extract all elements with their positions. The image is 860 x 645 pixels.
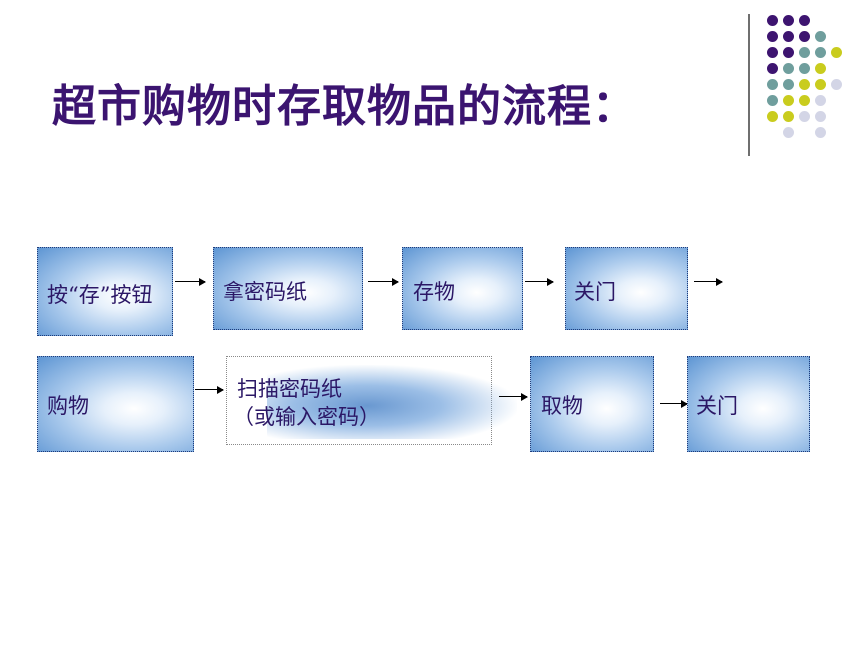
flow-arrow bbox=[660, 399, 688, 408]
flow-arrow bbox=[368, 277, 399, 286]
decorative-dot bbox=[799, 79, 810, 90]
decorative-dot bbox=[799, 111, 810, 122]
flow-step-label: 取物 bbox=[541, 394, 583, 418]
flow-step-label: 关门 bbox=[696, 394, 738, 418]
decorative-dot bbox=[767, 15, 778, 26]
gradient-streak bbox=[267, 365, 517, 439]
decorative-dot bbox=[799, 15, 810, 26]
decorative-dot bbox=[799, 63, 810, 74]
flow-step-close-door-1: 关门 bbox=[565, 247, 688, 330]
flow-step-scan-code: 扫描密码纸 （或输入密码） bbox=[226, 356, 517, 445]
flow-arrow bbox=[195, 385, 224, 394]
decorative-dot bbox=[783, 79, 794, 90]
decorative-dot bbox=[815, 95, 826, 106]
decorative-dot bbox=[767, 47, 778, 58]
decorative-dot bbox=[799, 31, 810, 42]
decorative-dot bbox=[767, 111, 778, 122]
decorative-dot bbox=[783, 47, 794, 58]
decorative-dot bbox=[815, 63, 826, 74]
flow-arrow bbox=[175, 277, 206, 286]
flow-step-label: 拿密码纸 bbox=[223, 280, 307, 304]
flow-arrow bbox=[525, 277, 554, 286]
decorative-dot bbox=[815, 31, 826, 42]
flow-arrow bbox=[694, 277, 723, 286]
decorative-dot bbox=[767, 31, 778, 42]
decorative-dot bbox=[799, 47, 810, 58]
flow-step-store-item: 存物 bbox=[402, 247, 523, 330]
decorative-dot bbox=[815, 47, 826, 58]
flow-step-shopping: 购物 bbox=[37, 356, 194, 452]
decorative-dot bbox=[815, 79, 826, 90]
decorative-dot bbox=[783, 15, 794, 26]
flow-step-label: 购物 bbox=[47, 394, 89, 418]
flow-arrow bbox=[499, 392, 528, 401]
decorative-divider bbox=[748, 14, 750, 156]
decorative-dot bbox=[783, 111, 794, 122]
flow-step-label: 按“存”按钮 bbox=[47, 283, 153, 307]
flow-step-label-line2: （或输入密码） bbox=[233, 405, 380, 429]
decorative-dot bbox=[767, 79, 778, 90]
decorative-dot bbox=[783, 127, 794, 138]
page-title: 超市购物时存取物品的流程： bbox=[52, 81, 637, 132]
flow-step-take-item: 取物 bbox=[530, 356, 654, 452]
decorative-dot bbox=[831, 47, 842, 58]
decorative-dot bbox=[815, 111, 826, 122]
decorative-dot bbox=[783, 95, 794, 106]
flow-step-press-store: 按“存”按钮 bbox=[37, 247, 173, 336]
decorative-dot bbox=[783, 63, 794, 74]
flow-step-label-line1: 扫描密码纸 bbox=[237, 377, 342, 401]
decorative-dot bbox=[815, 127, 826, 138]
decorative-dot bbox=[799, 95, 810, 106]
decorative-dot bbox=[783, 31, 794, 42]
decorative-dot bbox=[831, 79, 842, 90]
flow-step-close-door-2: 关门 bbox=[687, 356, 810, 452]
flow-step-take-code: 拿密码纸 bbox=[213, 247, 363, 330]
decorative-dot bbox=[767, 95, 778, 106]
flow-step-label: 存物 bbox=[413, 280, 455, 304]
flow-step-label: 关门 bbox=[574, 280, 616, 304]
decorative-dot bbox=[767, 63, 778, 74]
